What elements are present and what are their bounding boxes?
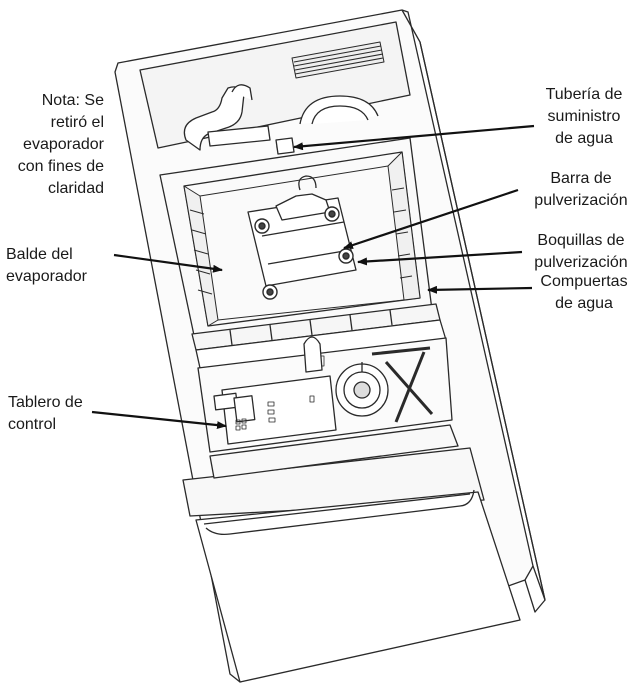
- water-gates-label: Compuertas de agua: [540, 273, 628, 312]
- arrow-water-pipe: [293, 124, 535, 151]
- bin-door: [182, 424, 521, 683]
- vent-grille: [291, 41, 385, 79]
- spray-nozzles-label: Boquillas de pulverización: [534, 232, 628, 271]
- bucket-label: Balde del evaporador: [6, 246, 87, 285]
- control-panel: [197, 336, 453, 453]
- water-gates: [191, 303, 447, 369]
- arrow-spray-bar: [343, 188, 519, 250]
- fan-motor: [335, 362, 389, 417]
- callout-arrows: [91, 124, 535, 430]
- spray-bar-label: Barra de pulverización: [534, 170, 628, 209]
- arrow-water-gates: [427, 285, 533, 294]
- water-supply-pipe: [183, 84, 379, 155]
- arrow-control-panel: [91, 410, 227, 430]
- arrow-bucket: [113, 253, 223, 273]
- arrow-spray-nozzles: [357, 250, 523, 266]
- water-pipe-label: Tubería de suministro de agua: [545, 86, 623, 147]
- fan-cross: [371, 346, 434, 423]
- note-label: Nota: Se retiró el evaporador con fines …: [17, 92, 104, 197]
- evaporator-bucket: [183, 151, 421, 327]
- spray-nozzles: [254, 206, 354, 300]
- control-panel-label: Tablero de control: [8, 394, 83, 433]
